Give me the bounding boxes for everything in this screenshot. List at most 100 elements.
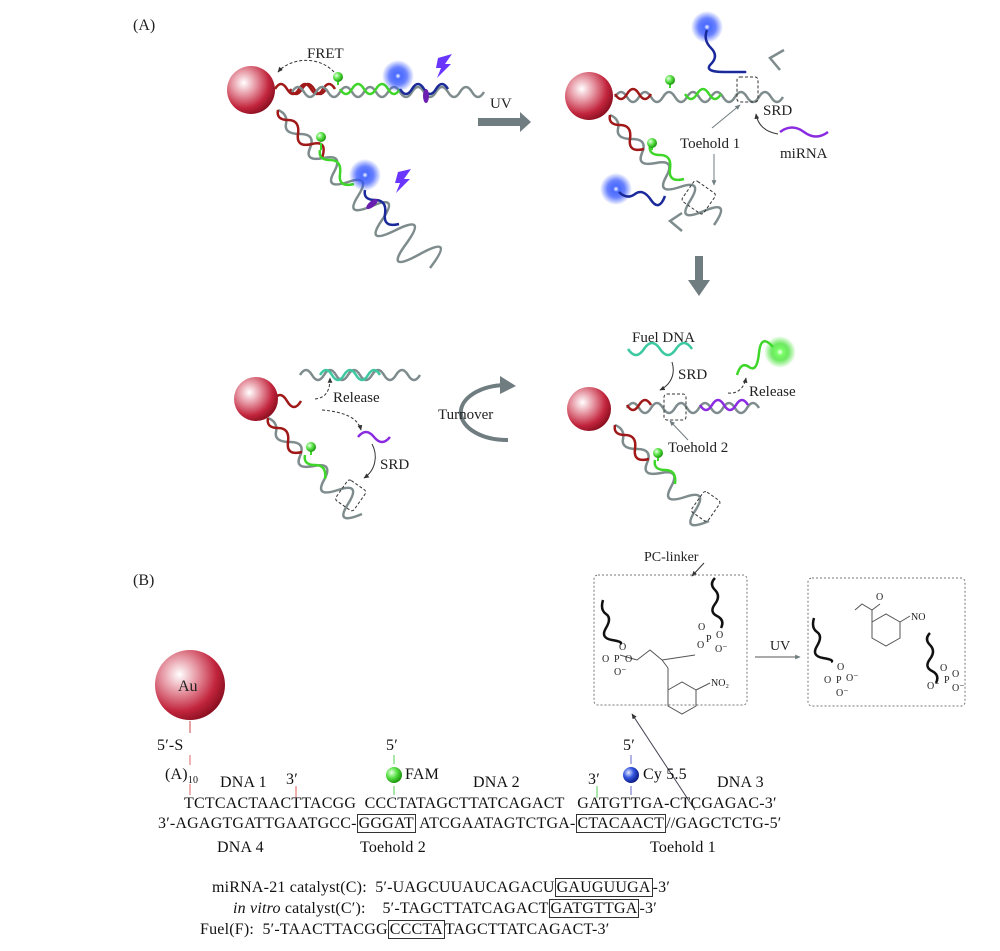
atom-no: NO <box>911 612 925 623</box>
seq-name-italic: in vitro <box>233 900 281 917</box>
toehold1-box <box>736 76 759 103</box>
seq-boxed: GAUGUUGA <box>554 878 653 897</box>
toehold1-box-left <box>335 479 367 512</box>
toehold2-label: Toehold 2 <box>668 440 728 456</box>
state-after-uv: SRD Toehold 1 miRNA <box>565 11 829 232</box>
atom-p: P <box>836 675 842 686</box>
cleaved-fragment <box>768 48 785 71</box>
atom-o: O <box>697 640 704 651</box>
gold-nanoparticle <box>227 66 275 114</box>
cy55-label: Cy 5.5 <box>643 766 687 783</box>
state-initial: FRET <box>227 46 486 269</box>
atom-o: O <box>940 663 947 674</box>
seq-name: catalyst(C′): <box>280 900 366 917</box>
released-cy55-glow <box>600 173 632 205</box>
uv-arrow <box>478 112 531 132</box>
photoproduct-box <box>807 577 966 707</box>
seq-boxed: CCCTA <box>387 920 445 939</box>
uv-label: UV <box>490 96 512 112</box>
dna2-5prime: 5′ <box>386 737 398 754</box>
toehold1-box-seq: CTACAACT <box>575 814 667 833</box>
dna4-seq-part2: ATCGAATAGTCTGA- <box>419 815 576 832</box>
fuel-dna-strand <box>626 341 694 357</box>
fam-label: FAM <box>405 766 440 783</box>
duplex-lower <box>276 108 443 269</box>
seq-prefix: 5′-TAACTTACGG <box>262 921 388 938</box>
atom-o-minus: O⁻ <box>614 667 627 678</box>
mirna-recycled <box>357 430 391 444</box>
toehold2-box <box>663 393 687 421</box>
fam-dye <box>665 75 675 85</box>
five-s-label: 5′-S <box>157 737 184 754</box>
cleaved-fragment <box>667 211 683 232</box>
fam-dye <box>306 442 316 452</box>
panel-a-label: (A) <box>133 17 155 34</box>
dna4-seq-part1: 3′-AGAGTGATTGAATGCC- <box>158 815 357 832</box>
atom-o: O <box>619 642 626 653</box>
pc-linker-label: PC-linker <box>644 550 699 565</box>
turnover-cycle: Turnover <box>438 376 516 443</box>
release-label-left: Release <box>333 390 380 406</box>
dna3-label: DNA 3 <box>717 774 764 791</box>
toehold2-label-b: Toehold 2 <box>360 839 427 856</box>
dna2-3prime: 3′ <box>588 771 600 788</box>
fam-dye <box>647 138 657 148</box>
atom-o-minus: O⁻ <box>927 681 940 692</box>
atom-o-minus: O⁻ <box>952 683 965 694</box>
fret-arrow <box>277 59 335 73</box>
srd-label: SRD <box>763 103 792 119</box>
cy55-dye-glow <box>382 60 414 92</box>
atom-p: P <box>614 654 620 665</box>
dna1-sequence: TCTCACTAACTTACGG <box>184 795 357 812</box>
seq-suffix: -3′ <box>652 879 671 896</box>
mirna-strand <box>779 126 829 138</box>
state-fuel: Fuel DNA SRD Release Toehold 2 <box>567 330 796 527</box>
seq-name: Fuel(F): <box>200 921 255 938</box>
atom-o-minus: O⁻ <box>846 673 859 684</box>
turnover-label: Turnover <box>438 407 493 423</box>
seq-prefix: 5′-UAGCUUAUCAGACU <box>375 879 555 896</box>
dna2-label: DNA 2 <box>473 774 520 791</box>
atom-o: O <box>876 592 883 603</box>
atom-no2: NO₂ <box>711 678 729 689</box>
pc-linker-structure <box>600 577 724 646</box>
fam-dye-b <box>386 767 402 783</box>
seq-prefix: 5′-TAGCTTATCAGACT <box>382 900 549 917</box>
srd-label-left: SRD <box>380 457 409 473</box>
panel-b-label: (B) <box>133 572 154 589</box>
pc-linker-atoms <box>619 649 711 715</box>
lightning-icon <box>436 54 452 78</box>
released-strand <box>618 190 667 207</box>
state-release: Release SRD <box>234 368 422 520</box>
dna1-label: DNA 1 <box>220 774 267 791</box>
lightning-icon <box>395 169 411 193</box>
seq-boxed: GATGTTGA <box>548 899 640 918</box>
gold-nanoparticle <box>565 72 613 120</box>
a10-text: (A) <box>165 766 188 783</box>
fuel-dna-label: Fuel DNA <box>632 330 695 346</box>
dna3-5prime: 5′ <box>623 737 635 754</box>
seq-invitro: in vitro catalyst(C′): 5′-TAGCTTATCAGACT… <box>233 899 657 918</box>
seq-suffix: -3′ <box>639 900 657 917</box>
fam-dye <box>316 132 326 142</box>
pc-linker-marker <box>366 198 378 210</box>
down-arrow <box>688 256 710 296</box>
atom-o: O <box>698 622 705 633</box>
au-nanoparticle <box>155 650 225 720</box>
release-label-right: Release <box>749 384 796 400</box>
gold-nanoparticle <box>234 377 278 421</box>
dna2-sequence: CCCTATAGCTTATCAGACT <box>364 795 565 812</box>
a10-label: (A)10 <box>165 766 198 786</box>
gold-nanoparticle <box>567 387 611 431</box>
pc-linker-marker <box>423 89 429 103</box>
atom-o: O <box>625 654 632 665</box>
atom-o: O <box>716 630 723 641</box>
atom-o: O <box>824 675 831 686</box>
au-label: Au <box>178 678 198 695</box>
atom-p: P <box>706 634 712 645</box>
released-fam-glow <box>764 336 796 368</box>
nitroso-ring <box>854 603 911 647</box>
fam-dye <box>653 448 663 458</box>
pc-linker-box <box>593 574 748 706</box>
